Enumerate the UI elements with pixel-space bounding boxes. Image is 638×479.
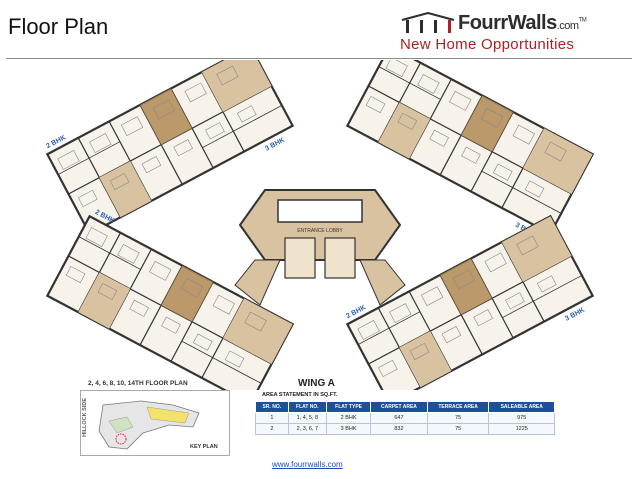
table-cell: 2 BHK <box>326 412 372 424</box>
table-cell: 1225 <box>488 423 555 435</box>
table-cell: 3 BHK <box>326 423 372 435</box>
corridor <box>234 259 281 306</box>
header-sr-no: SR. NO. <box>255 401 289 413</box>
logo-tagline: New Home Opportunities <box>400 36 575 53</box>
fourrwalls-logo: FourrWalls.comTM New Home Opportunities <box>398 8 630 54</box>
key-plan-map <box>98 400 200 450</box>
header-terrace-area: TERRACE AREA <box>426 401 490 413</box>
logo-tm: TM <box>578 17 587 24</box>
key-plan-box <box>80 390 230 456</box>
table-cell: 1 <box>255 412 289 424</box>
page-title: Floor Plan <box>8 14 109 39</box>
staircase <box>284 237 316 279</box>
header-saleable-area: SALEABLE AREA <box>488 401 555 413</box>
key-plan-label: KEY PLAN <box>190 444 218 450</box>
lobby-label: ENTRANCE LOBBY <box>297 228 343 234</box>
house-logo-icon <box>401 12 455 33</box>
header-carpet-area: CARPET AREA <box>370 401 428 413</box>
logo-brand: FourrWalls.comTM <box>458 12 587 35</box>
table-cell: 2, 3, 6, 7 <box>287 423 328 435</box>
wing-label: WING A <box>298 378 335 389</box>
table-cell: 2 <box>255 423 289 435</box>
area-statement-caption: AREA STATEMENT IN SQ.FT. <box>262 392 338 398</box>
header-flat-type: FLAT TYPE <box>326 401 372 413</box>
table-cell: 647 <box>370 412 428 424</box>
header-flat-no: FLAT NO. <box>287 401 328 413</box>
table-row: 2 2, 3, 6, 7 3 BHK 832 75 1225 <box>255 423 555 435</box>
table-cell: 832 <box>370 423 428 435</box>
lift-lobby <box>277 199 363 223</box>
table-cell: 75 <box>426 412 490 424</box>
website-link[interactable]: www.fourrwalls.com <box>272 460 343 469</box>
table-cell: 975 <box>488 412 555 424</box>
logo-brand-name: FourrWalls <box>458 12 557 34</box>
area-table-header: SR. NO. FLAT NO. FLAT TYPE CARPET AREA T… <box>255 401 555 413</box>
staircase <box>324 237 356 279</box>
hillock-side-label: HILLOCK SIDE <box>82 398 88 437</box>
area-statement-table: SR. NO. FLAT NO. FLAT TYPE CARPET AREA T… <box>255 401 555 435</box>
corridor <box>359 259 406 306</box>
title-divider <box>6 58 632 59</box>
table-cell: 75 <box>426 423 490 435</box>
table-row: 1 1, 4, 5, 8 2 BHK 647 75 975 <box>255 412 555 424</box>
table-cell: 1, 4, 5, 8 <box>287 412 328 424</box>
floors-label: 2, 4, 6, 8, 10, 14TH FLOOR PLAN <box>88 380 188 387</box>
logo-brand-suffix: .com <box>556 20 579 32</box>
